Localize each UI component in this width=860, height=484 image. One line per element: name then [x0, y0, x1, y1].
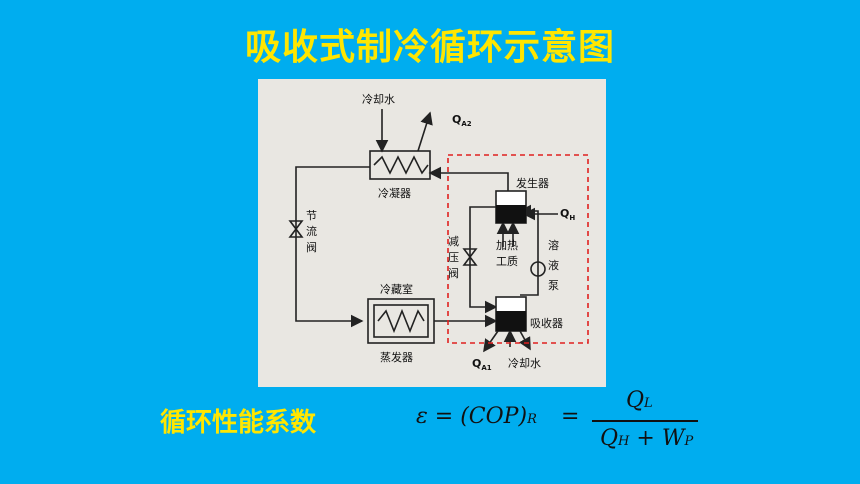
qa1-label: QA1: [472, 357, 492, 372]
evaporator-label: 蒸发器: [380, 350, 413, 364]
formula-lhs: ε = (COP)R: [416, 404, 537, 429]
performance-coefficient-label: 循环性能系数: [160, 408, 317, 438]
heating-medium-label-1: 加热: [496, 239, 518, 252]
pressure-valve-label-2: 压: [448, 251, 459, 264]
absorber-liquid: [496, 311, 526, 331]
cooling-water-bottom-label: 冷却水: [508, 357, 541, 370]
condenser-box: [369, 150, 431, 180]
left-refrigerant-line: [295, 166, 370, 328]
generator-label: 发生器: [516, 176, 549, 190]
formula-numerator: QL: [626, 388, 653, 413]
absorber-label: 吸收器: [530, 316, 563, 330]
qa2-label: QA2: [452, 113, 472, 128]
pump-label-2: 液: [548, 258, 559, 272]
throttle-label-2: 流: [306, 224, 317, 238]
cop-formula: ε = (COP)R = QL QH + WP: [416, 382, 706, 462]
formula-denominator: QH + WP: [600, 426, 694, 451]
pressure-valve-label-3: 阀: [448, 266, 459, 280]
cooling-water-top-label: 冷却水: [362, 93, 395, 106]
condenser-label: 冷凝器: [378, 186, 411, 200]
heating-medium-label-2: 工质: [496, 255, 518, 268]
dashed-boundary: [447, 154, 589, 344]
absorption-cycle-diagram: 冷却水 QA2 冷凝器 节 流 阀 发生器 QH 加热 工质 减 压 阀 溶 液…: [258, 79, 606, 387]
throttle-label-3: 阀: [306, 240, 317, 254]
solution-pump-symbol: [530, 261, 546, 277]
throttle-label-1: 节: [306, 209, 317, 222]
diagram-svg: 冷却水 QA2 冷凝器 节 流 阀 发生器 QH 加热 工质 减 压 阀 溶 液…: [288, 93, 589, 372]
qh-label: QH: [560, 207, 575, 222]
throttle-valve-symbol: [288, 220, 304, 238]
pump-label-1: 溶: [548, 238, 559, 252]
pump-label-3: 泵: [548, 279, 559, 292]
generator-liquid: [496, 205, 526, 223]
fraction-bar: [592, 420, 698, 422]
pressure-valve-label-1: 减: [448, 235, 459, 248]
formula-equals: =: [561, 404, 580, 429]
slide-title: 吸收式制冷循环示意图: [244, 27, 615, 68]
pressure-valve-symbol: [462, 248, 478, 266]
condenser-coil: [373, 155, 429, 175]
cold-room-label: 冷藏室: [380, 282, 413, 296]
